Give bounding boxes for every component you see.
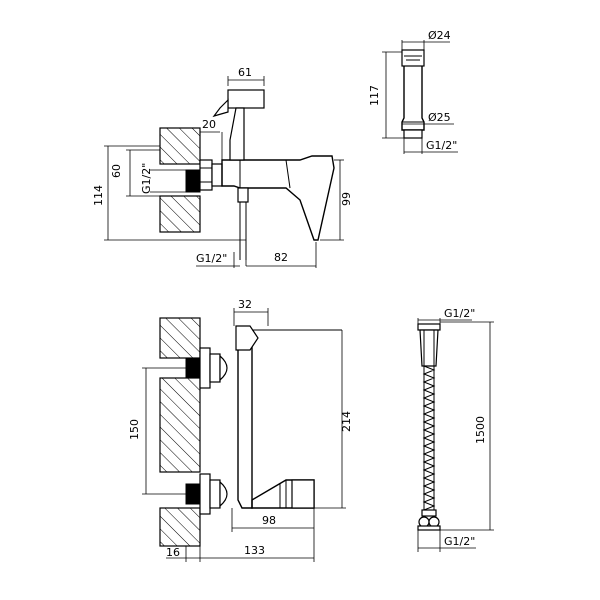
dim-61: 61 (238, 66, 252, 79)
dim-16: 16 (166, 546, 180, 559)
wall-section-upper (159, 127, 201, 165)
dim-32: 32 (238, 298, 252, 311)
riser-body (237, 336, 253, 509)
lower-cap (219, 480, 228, 508)
wall-top-block (159, 317, 201, 359)
hose-bottom-sleeve (421, 509, 437, 517)
hose-bottom-nut (417, 525, 441, 531)
mixer-connector (211, 163, 223, 187)
dim-133: 133 (244, 544, 265, 557)
shower-head (401, 49, 425, 67)
dim-117: 117 (368, 85, 381, 106)
dim-20: 20 (202, 118, 216, 131)
hose-thread-bottom-label: G1/2" (444, 535, 475, 548)
spout-tip (291, 479, 315, 509)
holder-top (235, 325, 259, 351)
hose-thread-top-label: G1/2" (444, 307, 475, 320)
wall-middle-block (159, 377, 201, 473)
lower-thread-block (185, 483, 201, 505)
outlet-nut (237, 187, 249, 203)
dim-98: 98 (262, 514, 276, 527)
hand-shower-view: Ø24 Ø25 117 G1/2" (368, 29, 458, 154)
dim-d25: Ø25 (428, 111, 451, 124)
holder-bracket (227, 89, 265, 109)
wall-bottom-block (159, 507, 201, 547)
dim-82: 82 (274, 251, 288, 264)
dim-99: 99 (340, 192, 353, 206)
upper-cap (219, 354, 228, 382)
hose-top-cone (419, 329, 439, 367)
hose-top-nut (417, 323, 441, 331)
upper-eccentric (199, 347, 211, 389)
hose-braid (422, 365, 436, 511)
thread-connector (185, 169, 201, 193)
upper-nut (209, 353, 221, 383)
mixer-body (221, 155, 335, 241)
dim-114: 114 (92, 185, 105, 206)
union-nut (199, 159, 213, 191)
wall-section-lower (159, 195, 201, 233)
upper-thread-block (185, 357, 201, 379)
dim-d24: Ø24 (428, 29, 451, 42)
dim-150: 150 (128, 419, 141, 440)
dim-1500: 1500 (474, 416, 487, 444)
lower-eccentric (199, 473, 211, 515)
holder-tip (212, 98, 229, 118)
front-view: 32 150 214 98 16 133 (128, 298, 353, 562)
hose-view: G1/2" 1500 G1/2" (417, 307, 494, 552)
shower-thread-label: G1/2" (426, 139, 457, 152)
lower-nut (209, 479, 221, 509)
shower-handle (401, 66, 425, 131)
thread-label-left: G1/2" (140, 163, 153, 194)
hand-shower-side (229, 107, 245, 161)
dim-60: 60 (110, 164, 123, 178)
dim-214: 214 (340, 411, 353, 432)
shower-thread (403, 129, 423, 139)
side-view: 61 20 60 114 G1/2" 99 G1/2" 82 (92, 66, 353, 268)
thread-label-bottom: G1/2" (196, 252, 227, 265)
